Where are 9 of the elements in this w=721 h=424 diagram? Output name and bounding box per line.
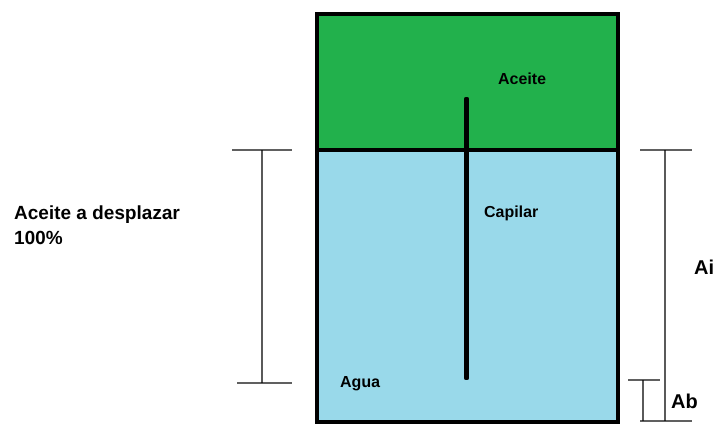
capillary-label: Capilar: [484, 203, 538, 223]
region-label: Agua: [340, 374, 380, 392]
water-layer: [315, 150, 620, 424]
region-label: Aceite: [498, 71, 546, 89]
dimension-label: Ai: [694, 256, 714, 281]
dimension-label: Aceite a desplazar 100%: [14, 202, 181, 251]
capillary-tube: [464, 97, 469, 380]
dimension-label: Ab: [671, 390, 698, 415]
oil-layer: [315, 12, 620, 150]
